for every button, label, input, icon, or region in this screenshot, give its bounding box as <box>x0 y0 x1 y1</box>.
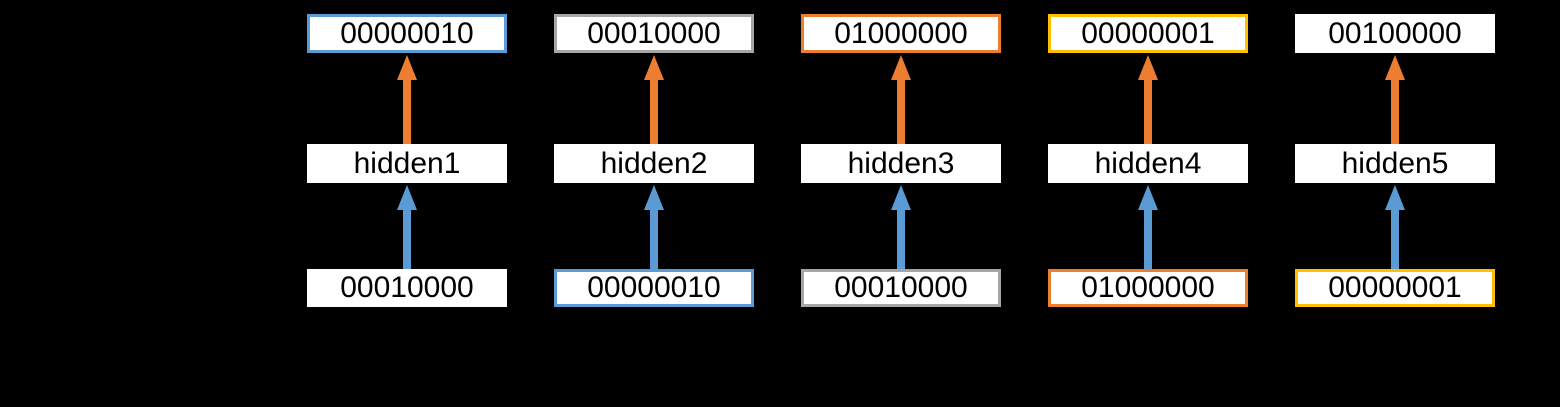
hidden-to-output-arrow-1 <box>397 55 417 144</box>
input-box-4: 01000000 <box>1048 269 1248 307</box>
hidden-box-5: hidden5 <box>1295 144 1495 183</box>
hidden-box-3: hidden3 <box>801 144 1001 183</box>
input-to-hidden-arrow-2 <box>644 185 664 269</box>
timestep-column-1: 00000010 hidden1 00010000 <box>307 14 507 307</box>
input-to-hidden-arrow-3 <box>891 185 911 269</box>
input-to-hidden-arrow-5 <box>1385 185 1405 269</box>
input-box-1: 00010000 <box>307 269 507 307</box>
output-box-3: 01000000 <box>801 14 1001 53</box>
hidden-to-output-arrow-3 <box>891 55 911 144</box>
hidden-box-4: hidden4 <box>1048 144 1248 183</box>
timestep-column-2: 00010000 hidden2 00000010 <box>554 14 754 307</box>
timestep-column-3: 01000000 hidden3 00010000 <box>801 14 1001 307</box>
timestep-column-4: 00000001 hidden4 01000000 <box>1048 14 1248 307</box>
input-to-hidden-arrow-1 <box>397 185 417 269</box>
input-box-3: 00010000 <box>801 269 1001 307</box>
hidden-box-1: hidden1 <box>307 144 507 183</box>
output-box-5: 00100000 <box>1295 14 1495 53</box>
input-to-hidden-arrow-4 <box>1138 185 1158 269</box>
timestep-column-5: 00100000 hidden5 00000001 <box>1295 14 1495 307</box>
input-box-2: 00000010 <box>554 269 754 307</box>
hidden-to-output-arrow-4 <box>1138 55 1158 144</box>
input-box-5: 00000001 <box>1295 269 1495 307</box>
output-box-2: 00010000 <box>554 14 754 53</box>
hidden-to-output-arrow-2 <box>644 55 664 144</box>
hidden-box-2: hidden2 <box>554 144 754 183</box>
hidden-to-output-arrow-5 <box>1385 55 1405 144</box>
output-box-4: 00000001 <box>1048 14 1248 53</box>
output-box-1: 00000010 <box>307 14 507 53</box>
